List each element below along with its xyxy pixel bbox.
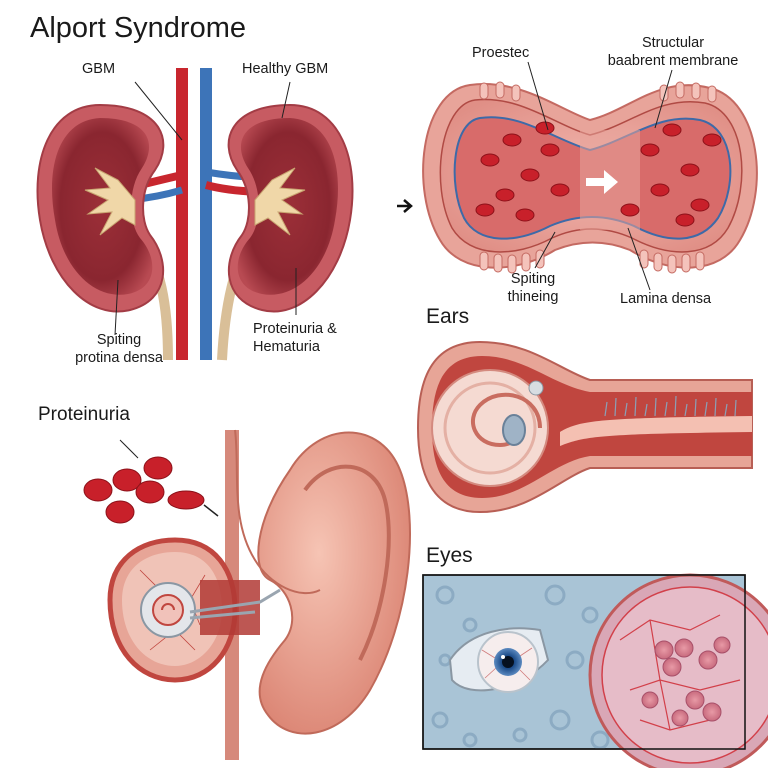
label-proestec: Proestec	[472, 45, 530, 61]
label-gbm: GBM	[82, 61, 116, 77]
label-proteinuria-hematuria: Proteinuria & Hematuria	[253, 320, 337, 356]
white-arrow-icon	[586, 170, 618, 194]
label-line: Structular	[641, 35, 705, 51]
label-line: thineing	[507, 289, 559, 305]
blood-cells	[83, 439, 219, 524]
eye-panel	[422, 573, 768, 768]
label-lamina-densa: Lamina densa	[620, 291, 712, 307]
capillary-diagram	[422, 61, 758, 291]
label-line: protina densa	[75, 350, 163, 366]
kidney-diagram	[36, 68, 354, 361]
ear-diagram	[107, 429, 411, 760]
label-healthy-gbm: Healthy GBM	[242, 61, 329, 77]
label-line: Spiting	[96, 332, 142, 348]
label-spiting-protina-densa: Spiting protina densa	[74, 331, 164, 367]
section-ears: Ears	[426, 305, 470, 328]
ear-canal-diagram	[416, 340, 753, 514]
arrow-right-icon	[397, 199, 413, 213]
label-structural-membrane: Structular baabrent membrane	[592, 34, 754, 70]
section-eyes: Eyes	[426, 544, 473, 567]
label-line: Hematuria	[253, 339, 320, 355]
label-spiting-thineing: Spiting thineing	[498, 270, 568, 306]
label-line: Proteinuria &	[253, 321, 337, 337]
page-title: Alport Syndrome	[30, 12, 246, 44]
label-line: Spiting	[510, 271, 556, 287]
section-proteinuria: Proteinuria	[38, 404, 130, 425]
label-line: baabrent membrane	[607, 53, 739, 69]
